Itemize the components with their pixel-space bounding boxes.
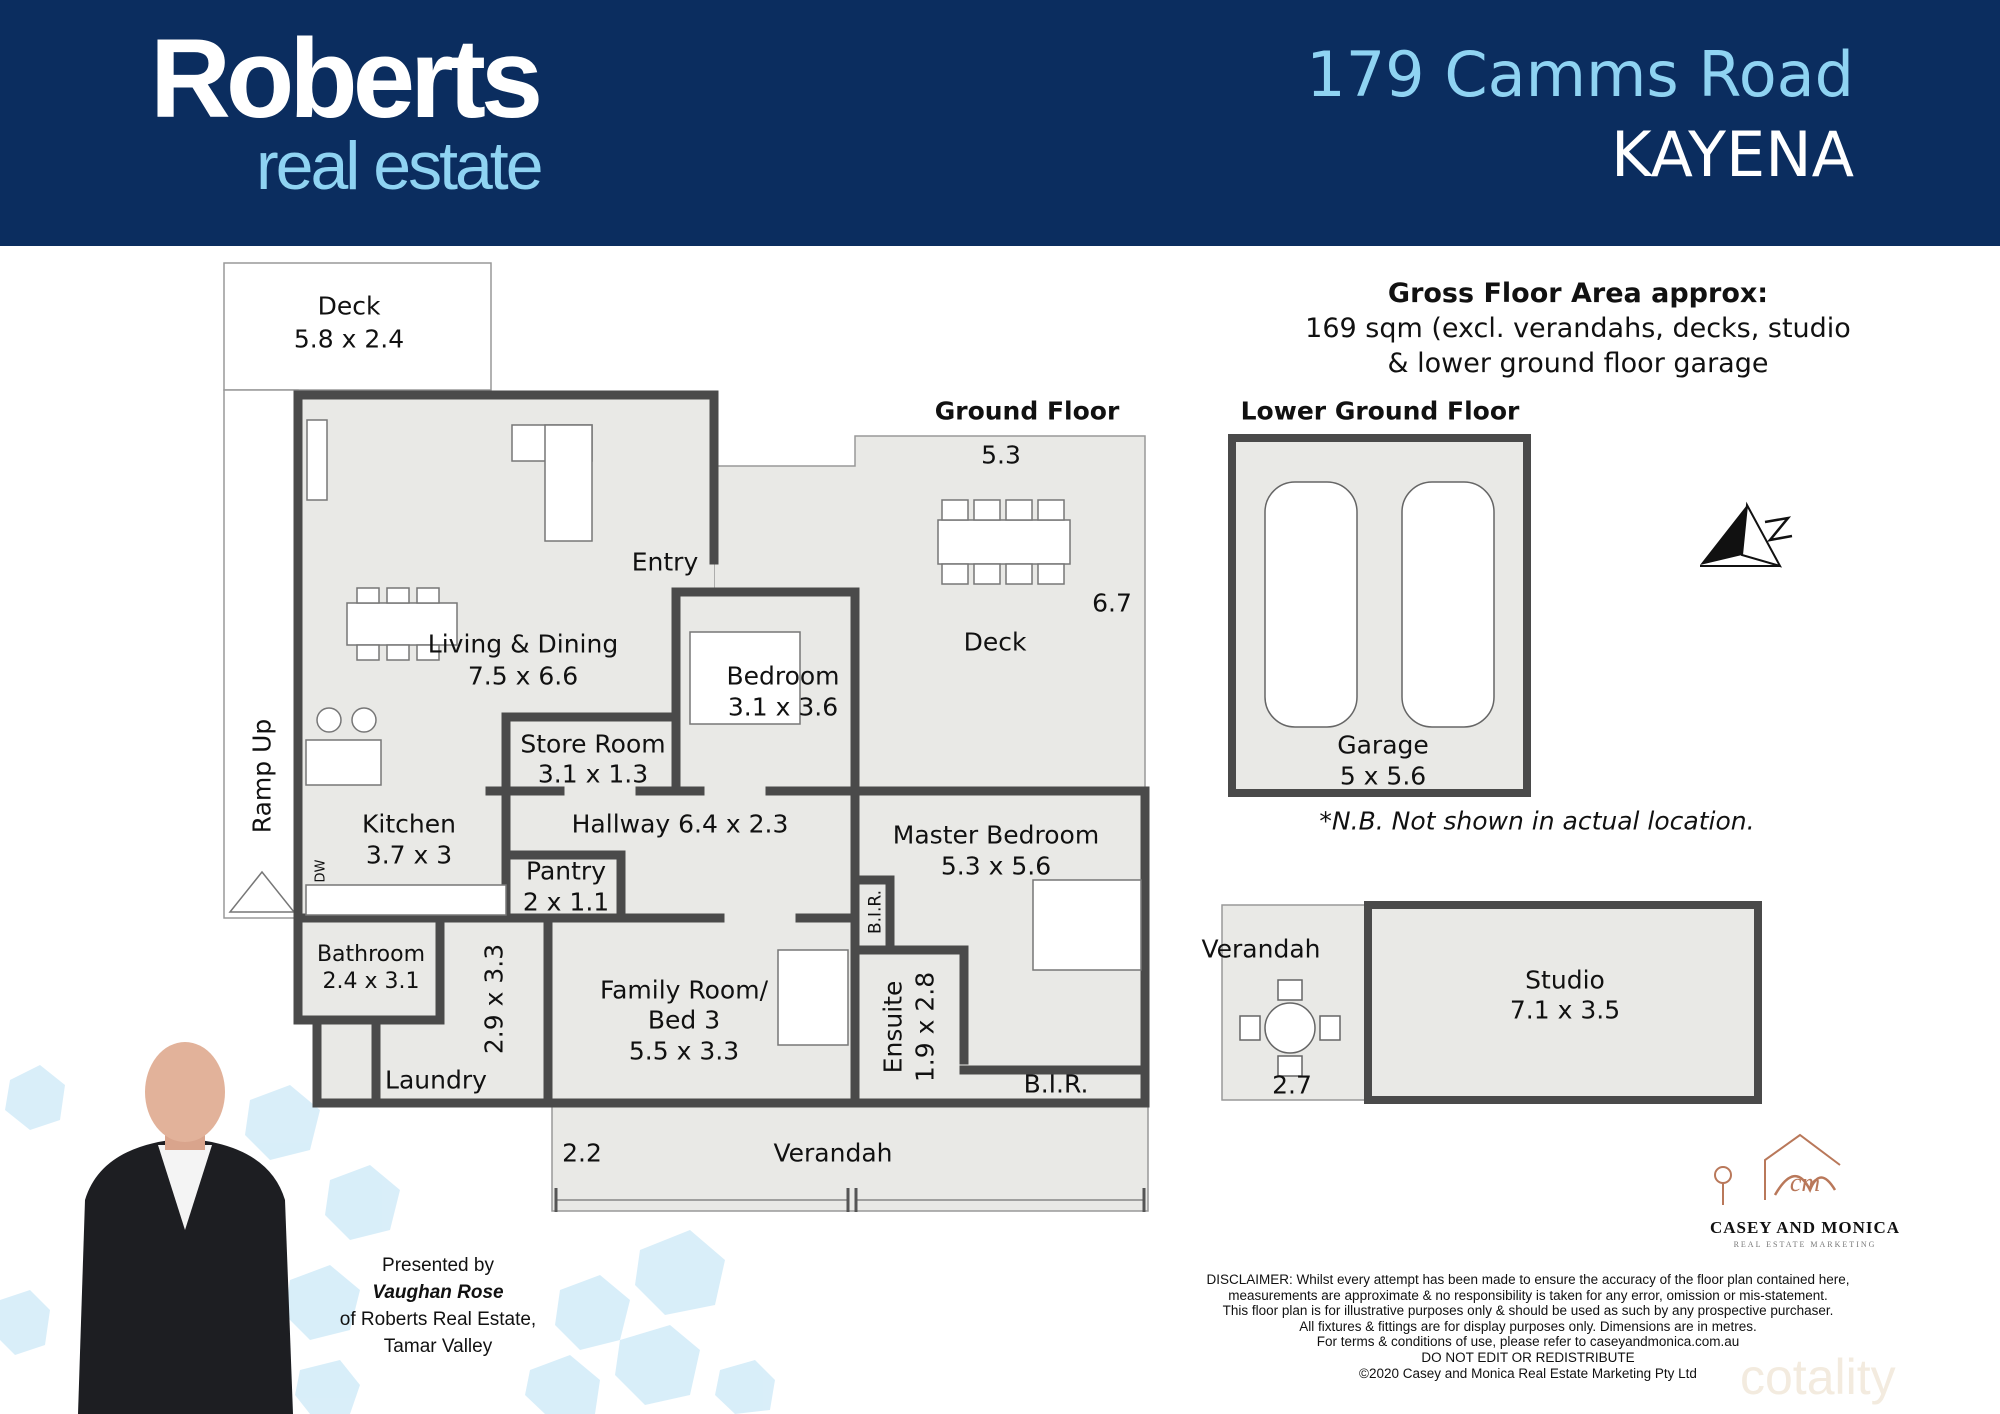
family-line1: Family Room/ — [599, 975, 769, 1005]
garage-name: Garage — [1337, 730, 1429, 760]
agent-credit: Presented by Vaughan Rose of Roberts Rea… — [340, 1252, 536, 1360]
store-dims: 3.1 x 1.3 — [537, 759, 649, 789]
deck-top-name: Deck — [317, 291, 381, 321]
family-line2: Bed 3 — [647, 1005, 721, 1035]
disclaimer-line: DO NOT EDIT OR REDISTRIBUTE — [1421, 1349, 1635, 1365]
header-banner: Roberts real estate 179 Camms Road KAYEN… — [0, 0, 2000, 246]
gross-floor-area: Gross Floor Area approx: 169 sqm (excl. … — [1305, 276, 1851, 381]
pantry-dims: 2 x 1.1 — [522, 887, 610, 917]
casey-monica-monogram: cm — [1789, 1168, 1821, 1197]
gfa-line2: & lower ground floor garage — [1387, 348, 1769, 379]
disclaimer-line: This floor plan is for illustrative purp… — [1222, 1303, 1834, 1319]
gfa-title: Gross Floor Area approx: — [1387, 278, 1769, 309]
entry-label: Entry — [631, 547, 699, 577]
deck-depth: 6.7 — [1092, 588, 1132, 618]
dishwasher-label: DW — [313, 859, 329, 883]
address-suburb: KAYENA — [1610, 118, 1854, 191]
disclaimer-line: measurements are approximate & no respon… — [1228, 1287, 1828, 1303]
deck-width: 5.3 — [981, 440, 1021, 470]
studio-dims: 7.1 x 3.5 — [1509, 995, 1621, 1025]
deck-top-dims: 5.8 x 2.4 — [293, 324, 405, 354]
master-name: Master Bedroom — [892, 820, 1100, 850]
store-name: Store Room — [520, 729, 666, 759]
disclaimer-line: DISCLAIMER: Whilst every attempt has bee… — [1206, 1272, 1850, 1287]
kitchen-name: Kitchen — [362, 809, 456, 839]
garage-dims: 5 x 5.6 — [1339, 761, 1427, 791]
watermark: cotality — [1740, 1349, 1896, 1405]
disclaimer-line: For terms & conditions of use, please re… — [1316, 1334, 1740, 1350]
casey-monica-logo-mark — [1714, 1133, 1841, 1205]
agent-name: Vaughan Rose — [372, 1282, 504, 1303]
lower-ground-floor-title: Lower Ground Floor — [1240, 396, 1520, 426]
master-dims: 5.3 x 5.6 — [940, 851, 1052, 881]
verandah-depth: 2.2 — [562, 1138, 602, 1168]
agent-office: Tamar Valley — [383, 1336, 493, 1357]
living-dims: 7.5 x 6.6 — [467, 661, 579, 691]
garage-note: *N.B. Not shown in actual location. — [1319, 806, 1755, 836]
north-arrow-icon — [1700, 501, 1793, 568]
kitchen-dims: 3.7 x 3 — [365, 840, 453, 870]
disclaimer-line: All fixtures & fittings are for display … — [1299, 1318, 1757, 1334]
hexagon-decoration — [0, 1065, 775, 1414]
casey-monica-name: CASEY AND MONICA — [1709, 1218, 1901, 1237]
verandah-name: Verandah — [773, 1138, 893, 1168]
casey-monica-tagline: REAL ESTATE MARKETING — [1733, 1240, 1877, 1249]
ramp-label: Ramp Up — [247, 718, 277, 834]
family-dims: 5.5 x 3.3 — [628, 1036, 740, 1066]
bathroom-name: Bathroom — [316, 942, 426, 967]
agent-photo — [78, 1042, 293, 1414]
bir-2-label: B.I.R. — [1023, 1069, 1089, 1099]
studio-name: Studio — [1525, 965, 1605, 995]
presented-by: Presented by — [382, 1255, 494, 1276]
laundry-dims: 2.9 x 3.3 — [479, 943, 509, 1055]
bir-1-label: B.I.R. — [865, 889, 886, 935]
roberts-logo: Roberts — [150, 16, 543, 141]
bathroom-dims: 2.4 x 3.1 — [322, 969, 420, 994]
hallway-label: Hallway 6.4 x 2.3 — [571, 809, 789, 839]
disclaimer: DISCLAIMER: Whilst every attempt has bee… — [1206, 1272, 1849, 1381]
living-name: Living & Dining — [427, 629, 619, 659]
bedroom-dims: 3.1 x 3.6 — [727, 692, 839, 722]
gfa-line1: 169 sqm (excl. verandahs, decks, studio — [1305, 313, 1851, 344]
ground-floor-title: Ground Floor — [934, 396, 1120, 426]
studio-verandah-name: Verandah — [1201, 934, 1321, 964]
studio-verandah-depth: 2.7 — [1272, 1070, 1312, 1100]
roberts-logo-sub: real estate — [256, 128, 544, 204]
agent-agency: of Roberts Real Estate, — [339, 1309, 537, 1330]
pantry-name: Pantry — [526, 856, 606, 886]
ensuite-name: Ensuite — [878, 980, 908, 1074]
disclaimer-line: ©2020 Casey and Monica Real Estate Marke… — [1359, 1365, 1697, 1381]
laundry-name: Laundry — [385, 1065, 487, 1095]
ensuite-dims: 1.9 x 2.8 — [910, 971, 940, 1083]
bedroom-name: Bedroom — [726, 661, 840, 691]
address-street: 179 Camms Road — [1306, 38, 1854, 111]
deck-name: Deck — [963, 627, 1027, 657]
